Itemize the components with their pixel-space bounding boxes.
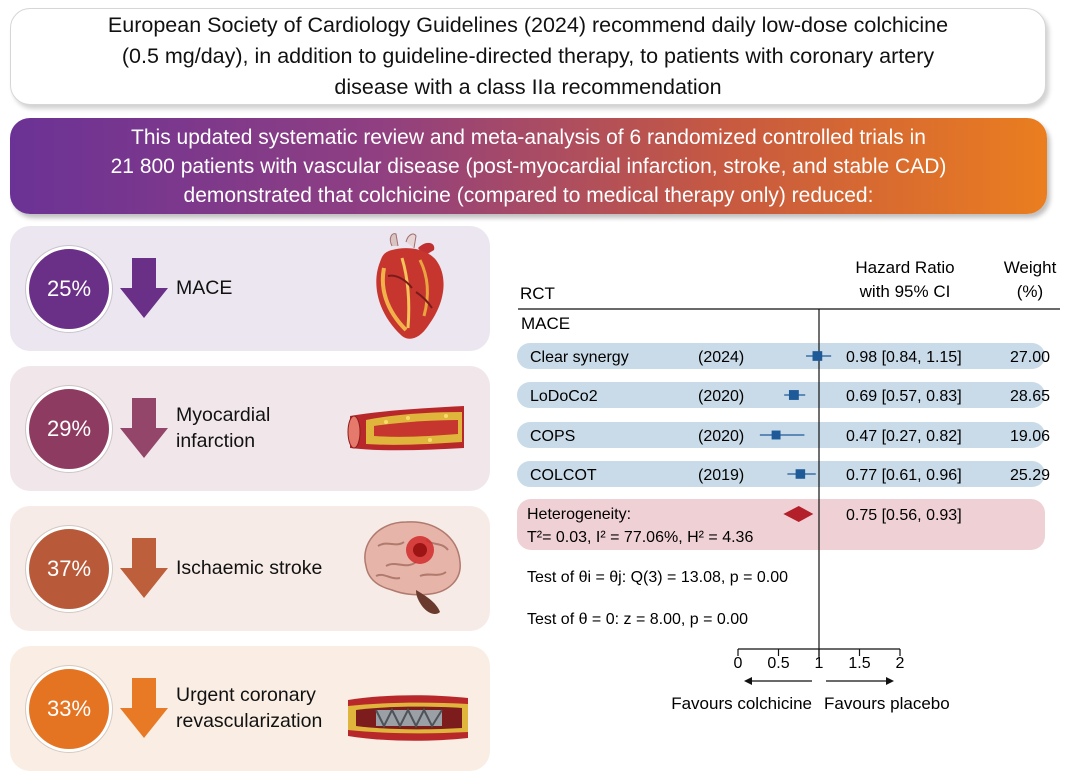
study-row-bg (517, 343, 1045, 369)
col-hr-line-1: Hazard Ratio (855, 258, 954, 277)
weight-text: 27.00 (1010, 349, 1050, 366)
study-year: (2019) (698, 467, 744, 484)
x-tick-label: 1 (815, 655, 824, 672)
down-arrow-icon (120, 678, 168, 738)
study-year: (2020) (698, 388, 744, 405)
hr-ci-text: 0.47 [0.27, 0.82] (846, 428, 962, 445)
col-weight-line-1: Weight (1004, 258, 1057, 277)
x-tick-label: 1.5 (848, 655, 870, 672)
percent-circle: 37% (26, 526, 112, 612)
hr-ci-text: 0.98 [0.84, 1.15] (846, 349, 962, 366)
outcome-label: Ischaemic stroke (176, 557, 323, 579)
artery-plaque-icon (347, 406, 464, 451)
guideline-line-2: (0.5 mg/day), in addition to guideline-d… (121, 44, 935, 68)
pooled-row-bg (517, 499, 1045, 550)
banner-line-3: demonstrated that colchicine (compared t… (183, 183, 874, 207)
study-year: (2024) (698, 349, 744, 366)
percent-circle: 33% (26, 666, 112, 752)
pooled-row: Heterogeneity: T²= 0.03, I² = 77.06%, H²… (527, 506, 962, 546)
outcome-card-stroke: 37% Ischaemic stroke (10, 506, 490, 631)
study-name: COLCOT (530, 467, 597, 484)
col-rct: RCT (520, 284, 555, 303)
heterogeneity-stats: T²= 0.03, I² = 77.06%, H² = 4.36 (527, 529, 753, 546)
study-year: (2020) (698, 428, 744, 445)
arrow-right-head (886, 677, 894, 685)
study-name: COPS (530, 428, 575, 445)
section-label: MACE (521, 314, 570, 333)
brain-icon (364, 521, 461, 614)
col-hr-line-2: with 95% CI (859, 282, 951, 301)
down-arrow-icon (120, 538, 168, 598)
outcome-label-line-1: Urgent coronary (176, 684, 316, 706)
pooled-diamond (783, 506, 814, 522)
study-row-bg (517, 461, 1045, 487)
hr-square (812, 351, 823, 361)
guideline-line-3: disease with a class IIa recommendation (334, 75, 722, 99)
down-arrow-icon (120, 398, 168, 458)
hr-square (795, 469, 806, 479)
hr-ci-text: 0.69 [0.57, 0.83] (846, 388, 962, 405)
stent-icon (348, 695, 468, 741)
study-name: Clear synergy (530, 349, 629, 366)
outcome-label-line-2: infarction (176, 430, 256, 452)
study-row-bg (517, 382, 1045, 408)
favours-colchicine: Favours colchicine (671, 694, 812, 713)
hr-square (788, 390, 799, 400)
x-axis: 0 0.5 1 1.5 2 (734, 648, 905, 672)
summary-banner: This updated systematic review and meta-… (10, 118, 1047, 214)
hr-ci-text: 0.77 [0.61, 0.96] (846, 467, 962, 484)
outcome-label-line-1: Myocardial (176, 404, 271, 426)
outcome-card-revasc: 33% Urgent coronary revascularization (10, 646, 490, 771)
percent-circle: 29% (26, 386, 112, 472)
hr-square (771, 430, 781, 440)
weight-text: 19.06 (1010, 428, 1050, 445)
weight-text: 28.65 (1010, 388, 1050, 405)
banner-line-1: This updated systematic review and meta-… (131, 125, 926, 149)
guideline-box: European Society of Cardiology Guideline… (10, 8, 1046, 105)
study-rows: Clear synergy (2024) 0.98 [0.84, 1.15] 27.0… (530, 349, 1050, 484)
favours-placebo: Favours placebo (824, 694, 950, 713)
outcome-label: MACE (176, 277, 233, 299)
x-tick-label: 0.5 (767, 655, 789, 672)
weight-text: 25.29 (1010, 467, 1050, 484)
banner-line-2: 21 800 patients with vascular disease (p… (110, 154, 947, 178)
guideline-line-1: European Society of Cardiology Guideline… (107, 13, 949, 37)
pooled-hr-text: 0.75 [0.56, 0.93] (846, 507, 962, 524)
outcome-label-line-2: revascularization (176, 710, 323, 732)
heterogeneity-label: Heterogeneity: (527, 506, 631, 523)
down-arrow-icon (120, 258, 168, 318)
x-tick-label: 0 (734, 655, 743, 672)
test-heterogeneity: Test of θi = θj: Q(3) = 13.08, p = 0.00 (527, 569, 788, 586)
percent-circle: 25% (26, 246, 112, 332)
heart-icon (376, 233, 444, 339)
arrow-left-head (744, 677, 752, 685)
study-name: LoDoCo2 (530, 388, 598, 405)
col-weight-line-2: (%) (1017, 282, 1043, 301)
outcome-card-mi: 29% Myocardial infarction (10, 366, 490, 491)
test-overall: Test of θ = 0: z = 8.00, p = 0.00 (527, 611, 748, 628)
outcome-card-mace: 25% MACE (10, 226, 490, 351)
x-tick-label: 2 (896, 655, 905, 672)
